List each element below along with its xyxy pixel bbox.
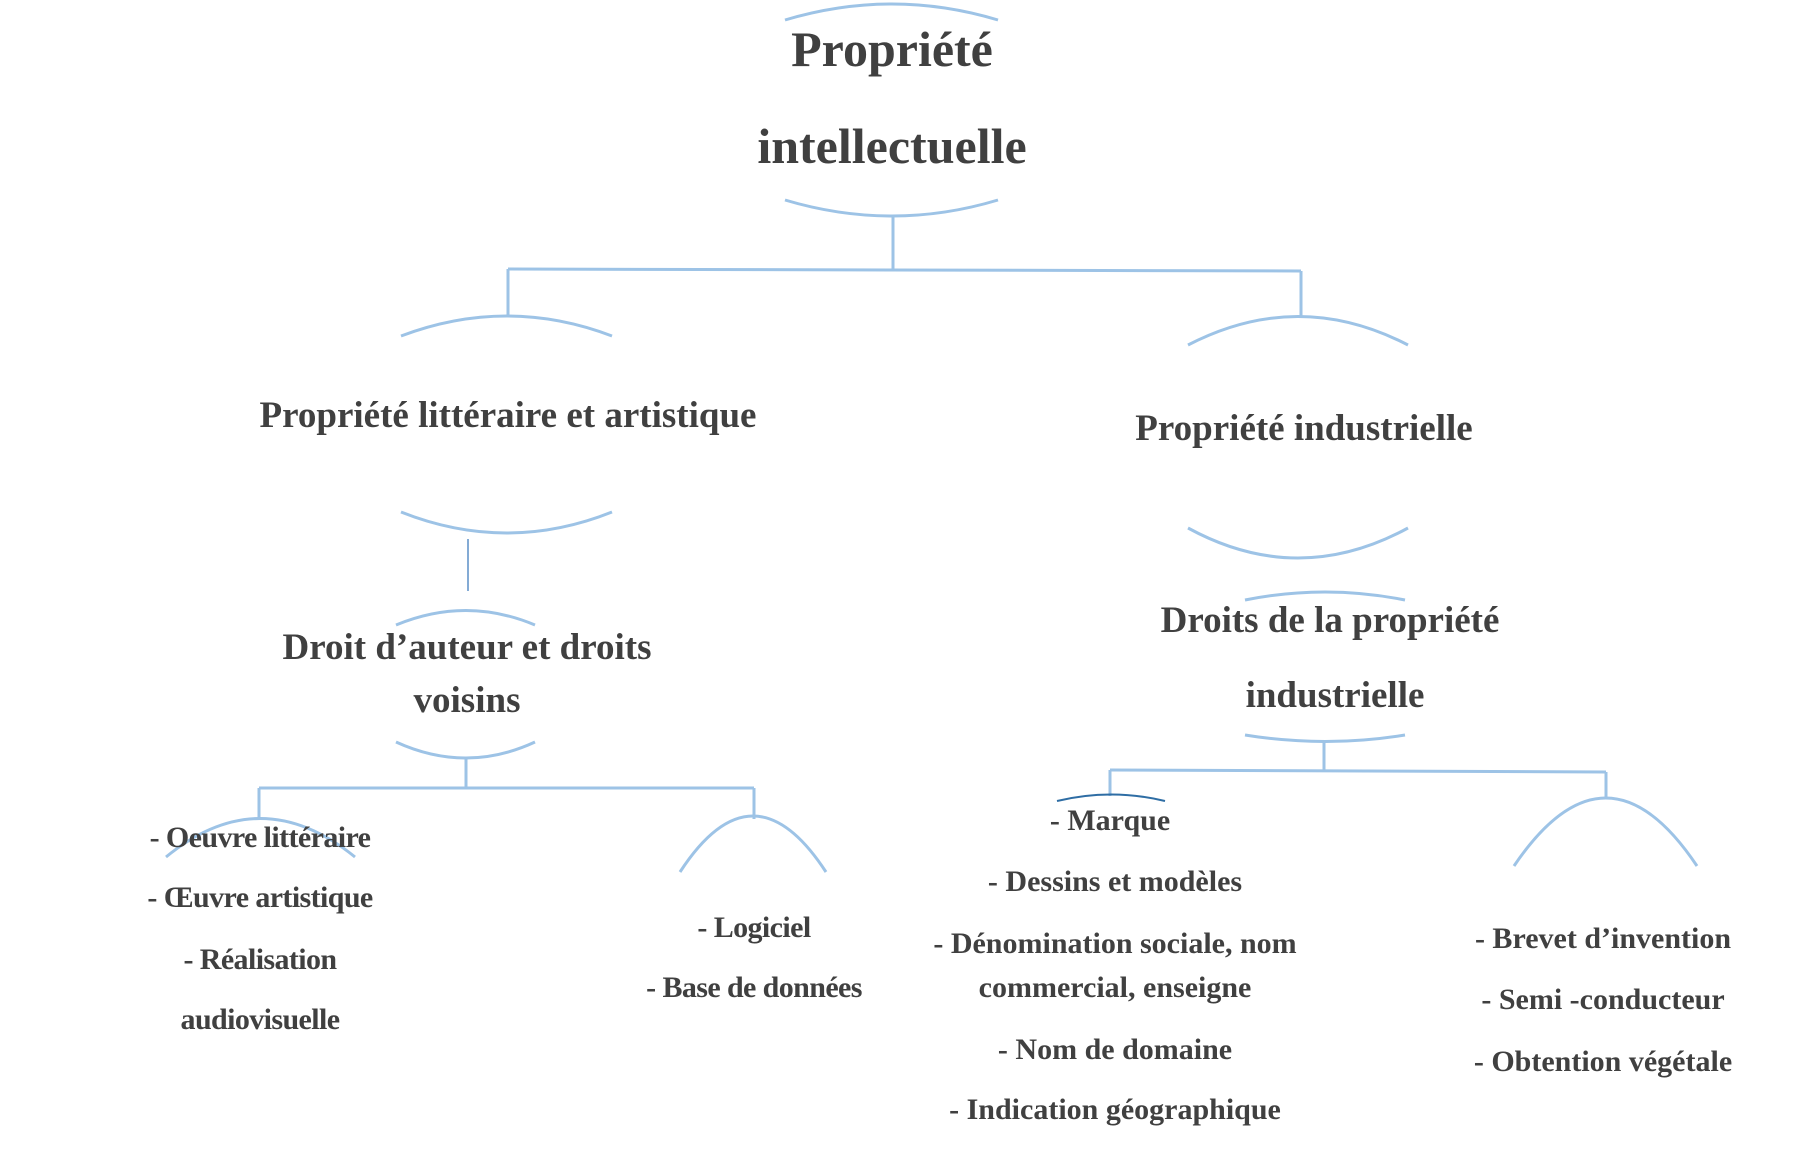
leaf-plant-variety: - Obtention végétale (1473, 1045, 1733, 1078)
industrial-rights-bottom-arc (1244, 733, 1406, 743)
industrial-rights-title-line2: industrielle (1245, 675, 1425, 716)
literary-artistic-property-title: Propriété littéraire et artistique (259, 395, 757, 436)
literary-bottom-arc (400, 510, 613, 535)
works-arc (165, 817, 356, 859)
leaf-company-name-line2: commercial, enseigne (978, 971, 1252, 1004)
industrial-rights-top-arc (1244, 590, 1406, 602)
trademarks-arc (1056, 793, 1166, 802)
leaf-literary-work: - Oeuvre littéraire (149, 821, 371, 854)
leaf-geographical-indication: - Indication géographique (949, 1093, 1281, 1126)
leaf-trademark: - Marque (1049, 804, 1171, 837)
software-arc (678, 814, 828, 873)
leaf-artistic-work: - Œuvre artistique (147, 881, 373, 914)
root-top-arc (784, 2, 999, 22)
leaf-designs-models: - Dessins et modèles (987, 865, 1243, 898)
industrial-top-arc (1187, 315, 1409, 347)
industrial-bottom-arc (1187, 526, 1409, 560)
industrial-property-title: Propriété industrielle (1135, 408, 1473, 449)
root-title-line1: Propriété (791, 21, 993, 77)
leaf-patent: - Brevet d’invention (1474, 922, 1732, 955)
leaf-domain-name: - Nom de domaine (997, 1033, 1233, 1066)
literary-top-arc (400, 314, 613, 338)
copyright-top-arc (395, 609, 536, 627)
copyright-title-line1: Droit d’auteur et droits (282, 627, 652, 668)
level1-horizontal-connector (507, 267, 1302, 273)
copyright-title-line2: voisins (413, 680, 521, 721)
industrial-rights-title-line1: Droits de la propriété (1160, 600, 1500, 641)
root-bottom-arc (784, 198, 999, 218)
copyright-bottom-arc (395, 740, 536, 760)
leaf-audiovisual-work-line1: - Réalisation (183, 943, 337, 976)
industrial-rights-horizontal-connector (1109, 768, 1607, 774)
leaf-software: - Logiciel (697, 911, 811, 944)
leaf-database: - Base de données (646, 971, 862, 1004)
leaf-audiovisual-work-line2: audiovisuelle (180, 1003, 341, 1036)
leaf-semiconductor: - Semi -conducteur (1481, 983, 1725, 1016)
leaf-company-name-line1: - Dénomination sociale, nom (933, 927, 1297, 960)
patents-arc (1512, 796, 1699, 867)
root-title-line2: intellectuelle (757, 118, 1027, 174)
